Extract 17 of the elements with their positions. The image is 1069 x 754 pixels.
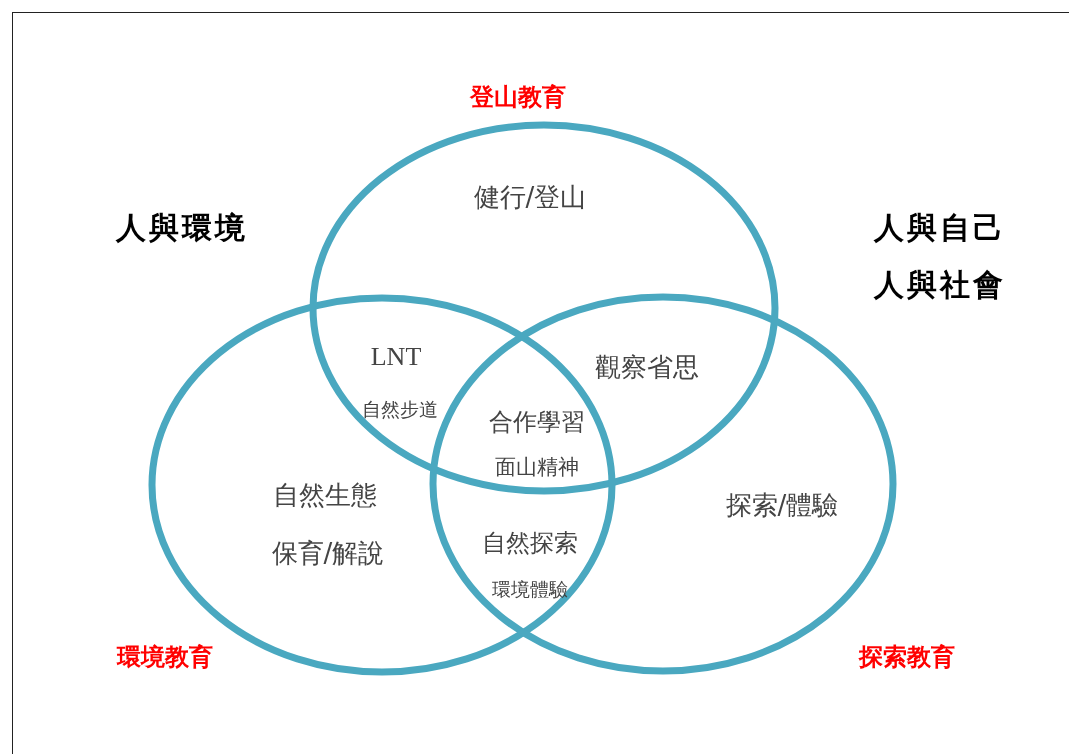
region-label: 保育/解說	[271, 536, 385, 570]
theme-label: 人與環境	[116, 208, 248, 247]
theme-label: 人與社會	[874, 265, 1006, 304]
region-label: 健行/登山	[473, 180, 587, 214]
region-label: 環境體驗	[492, 577, 568, 602]
region-label: 面山精神	[495, 454, 579, 481]
region-label: 自然生態	[273, 478, 377, 512]
circle-heading: 登山教育	[470, 82, 566, 113]
region-label: 探索/體驗	[725, 488, 839, 522]
circle-heading: 環境教育	[117, 642, 213, 673]
region-label: 自然探索	[482, 528, 578, 559]
region-label: LNT	[370, 342, 422, 372]
theme-label: 人與自己	[874, 208, 1006, 247]
region-label: 自然步道	[362, 397, 438, 422]
region-label: 觀察省思	[595, 350, 699, 384]
region-label: 合作學習	[489, 407, 585, 438]
circle-heading: 探索教育	[859, 642, 955, 673]
